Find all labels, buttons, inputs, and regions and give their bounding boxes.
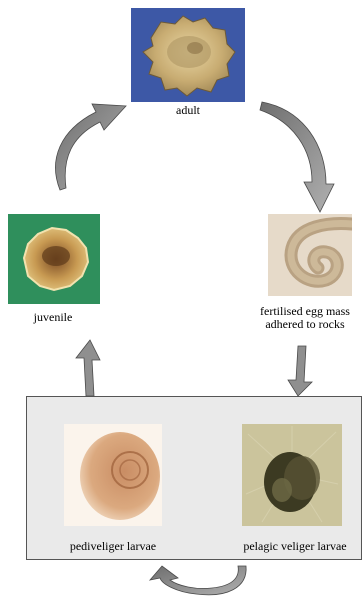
arrow-pelagic-to-pediveliger <box>150 566 246 595</box>
arrow-egg-mass-to-larvae <box>288 346 312 396</box>
arrow-larvae-to-juvenile <box>76 340 100 396</box>
arrow-juvenile-to-adult <box>56 104 127 190</box>
arrow-adult-to-egg-mass <box>260 102 334 212</box>
